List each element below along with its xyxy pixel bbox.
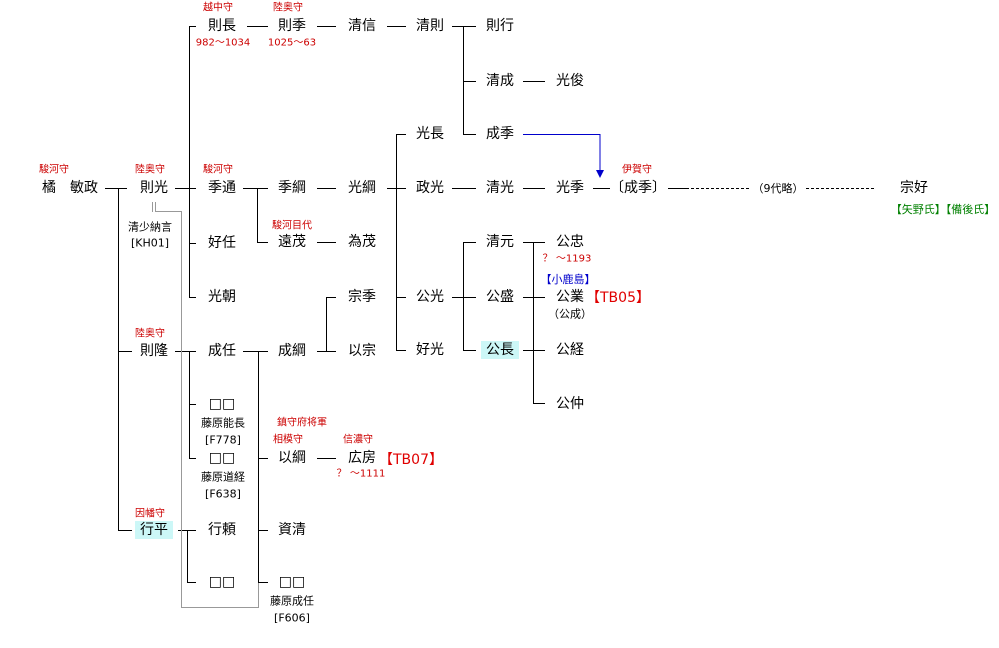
title-shinano: 信濃守 — [343, 434, 373, 446]
person-narisue-b[interactable]: 〔成季〕 — [610, 180, 666, 196]
person-noriyuki[interactable]: 則行 — [486, 18, 514, 34]
person-kimimori[interactable]: 公盛 — [486, 289, 514, 305]
person-narisue-a[interactable]: 成季 — [486, 126, 514, 142]
person-masamitsu[interactable]: 政光 — [416, 180, 444, 196]
title-inaba: 因幡守 — [135, 508, 165, 520]
person-kiminaga[interactable]: 公長 — [481, 341, 519, 359]
person-muneyoshi[interactable]: 宗好 — [900, 180, 928, 196]
title-iga: 伊賀守 — [622, 164, 652, 176]
person-mitsutomo[interactable]: 光朝 — [208, 289, 236, 305]
person-suetsuna[interactable]: 季綱 — [278, 180, 306, 196]
person-munesue[interactable]: 宗季 — [348, 289, 376, 305]
note-f778: [F778] — [205, 433, 241, 447]
person-unknown-1[interactable]: □□ — [208, 396, 236, 412]
title-suruga-2: 駿河守 — [203, 164, 233, 176]
person-tachibana-toshimasa[interactable]: 橘 敏政 — [42, 180, 98, 196]
dates-hirofusa: ？ ～1111 — [336, 468, 386, 480]
title-suruga-1: 駿河守 — [39, 164, 69, 176]
dates-kotada: ？ ～1193 — [542, 253, 592, 265]
person-naritsuna[interactable]: 成綱 — [278, 343, 306, 359]
clan-yano-bingo: 【矢野氏】【備後氏】 — [890, 203, 996, 216]
note-fujiwara-michitsune: 藤原道経 — [201, 470, 245, 484]
person-yukihira[interactable]: 行平 — [135, 521, 173, 539]
person-kiyonari[interactable]: 清成 — [486, 73, 514, 89]
note-generations: （9代略） — [752, 182, 804, 195]
person-mitsusue[interactable]: 光季 — [556, 180, 584, 196]
note-f638: [F638] — [205, 487, 241, 501]
person-kiyonori[interactable]: 清則 — [416, 18, 444, 34]
person-mochimune[interactable]: 以宗 — [348, 343, 376, 359]
title-mutsu-1: 陸奥守 — [135, 164, 165, 176]
person-kotada[interactable]: 公忠 — [556, 234, 584, 250]
person-unknown-4[interactable]: □□ — [278, 574, 306, 590]
ref-tb05[interactable]: 【TB05】 — [586, 290, 650, 306]
person-kimitsune[interactable]: 公経 — [556, 342, 584, 358]
title-mutsu-2: 陸奥守 — [273, 2, 303, 14]
person-mitsunaga[interactable]: 光長 — [416, 126, 444, 142]
person-yoshimitsu[interactable]: 好光 — [416, 342, 444, 358]
title-mutsu-3: 陸奥守 — [135, 328, 165, 340]
note-kh01: [KH01] — [130, 236, 170, 250]
person-norimitsu[interactable]: 則光 — [140, 180, 168, 196]
dates-norisue: 1025～63 — [267, 37, 317, 49]
ref-tb07[interactable]: 【TB07】 — [379, 452, 443, 468]
title-suruga-mokudai: 駿河目代 — [272, 220, 312, 232]
person-kiminaka[interactable]: 公仲 — [556, 396, 584, 412]
person-yoshito[interactable]: 好任 — [208, 235, 236, 251]
person-kiyonobu[interactable]: 清信 — [348, 18, 376, 34]
person-mitsutoshi[interactable]: 光俊 — [556, 73, 584, 89]
person-norisue[interactable]: 則季 — [278, 18, 306, 34]
person-suemichi[interactable]: 季通 — [208, 180, 236, 196]
title-etchu: 越中守 — [203, 2, 233, 14]
person-narito[interactable]: 成任 — [208, 343, 236, 359]
person-noritaka[interactable]: 則隆 — [140, 343, 168, 359]
person-kimigyo[interactable]: 公業 — [556, 289, 584, 305]
person-norinaga[interactable]: 則長 — [208, 18, 236, 34]
person-kiyomitsu[interactable]: 清光 — [486, 180, 514, 196]
place-kokashima: 【小鹿島】 — [540, 273, 596, 286]
person-yukiyori[interactable]: 行頼 — [208, 522, 236, 538]
person-kiyomoto[interactable]: 清元 — [486, 234, 514, 250]
note-fujiwara-narito: 藤原成任 — [270, 594, 314, 608]
note-f606: [F606] — [274, 611, 310, 625]
person-tamemochi[interactable]: 為茂 — [348, 234, 376, 250]
person-sukekiyo[interactable]: 資清 — [278, 522, 306, 538]
dates-norinaga: 982～1034 — [195, 37, 251, 49]
title-sagami: 相模守 — [273, 434, 303, 446]
title-chinju-shogun: 鎮守府将軍 — [277, 417, 327, 429]
person-mitsutsuna[interactable]: 光綱 — [348, 180, 376, 196]
person-kimimitsu[interactable]: 公光 — [416, 289, 444, 305]
person-mochitsuna[interactable]: 以綱 — [278, 450, 306, 466]
note-fujiwara-yoshinaga: 藤原能長 — [201, 416, 245, 430]
person-unknown-2[interactable]: □□ — [208, 450, 236, 466]
person-unknown-3[interactable]: □□ — [208, 574, 236, 590]
note-kosei: （公成） — [548, 307, 592, 321]
note-seishonagon: 清少納言 — [128, 220, 172, 234]
person-toomochi[interactable]: 遠茂 — [278, 234, 306, 250]
person-hirofusa[interactable]: 広房 — [348, 450, 376, 466]
